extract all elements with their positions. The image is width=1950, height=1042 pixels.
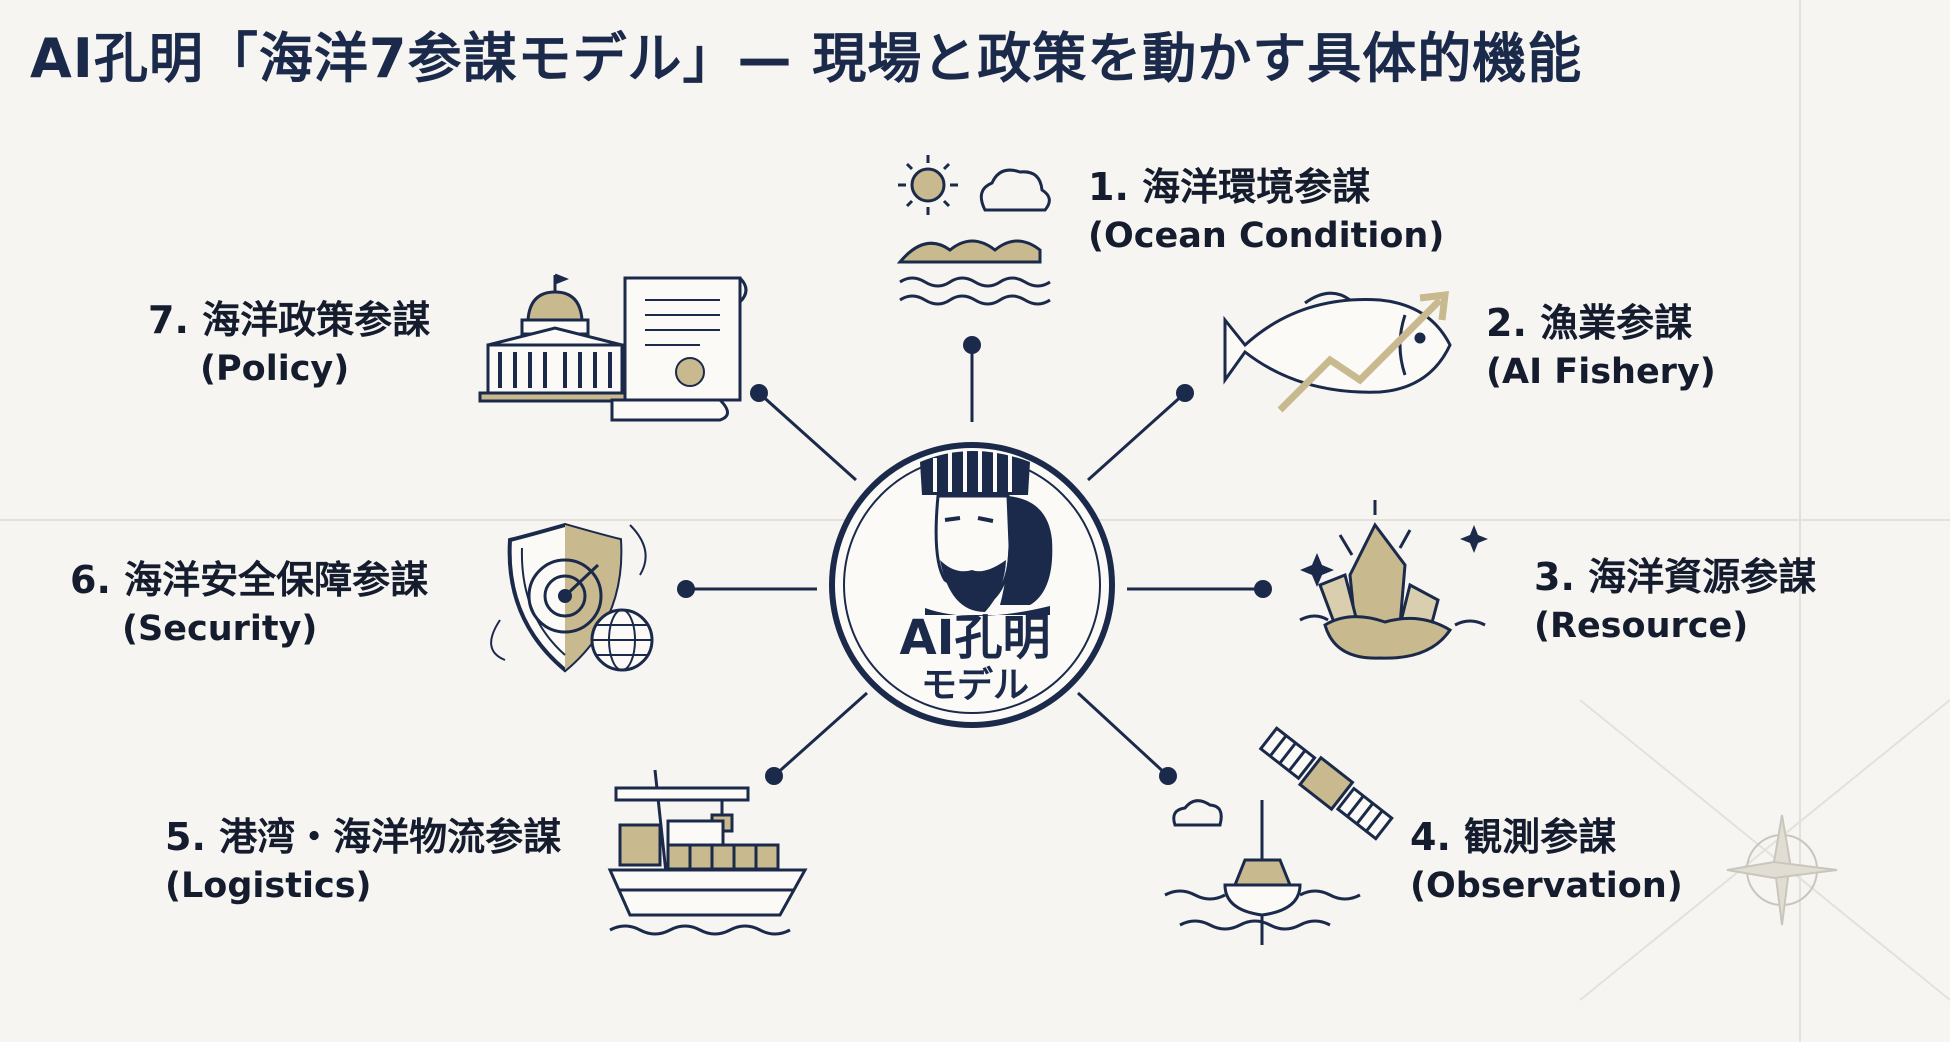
node-subtitle: (Logistics) [165, 866, 372, 906]
node-subtitle: (Resource) [1534, 606, 1749, 646]
kongming-portrait-icon [920, 449, 1053, 617]
connector-dot [677, 580, 695, 598]
capitol-document-icon [478, 273, 748, 422]
page-title: AI孔明「海洋7参謀モデル」— 現場と政策を動かす具体的機能 [30, 27, 1583, 90]
connector-lines [686, 345, 1263, 778]
node-fishery: 2. 漁業参謀 (AI Fishery) [1486, 298, 1716, 396]
node-ocean-condition: 1. 海洋環境参謀 (Ocean Condition) [1088, 162, 1444, 260]
node-title: 4. 観測参謀 [1410, 815, 1617, 859]
node-observation: 4. 観測参謀 (Observation) [1410, 812, 1683, 910]
node-subtitle: (Observation) [1410, 866, 1683, 906]
node-logistics: 5. 港湾・海洋物流参謀 (Logistics) [165, 812, 561, 910]
node-subtitle: (Security) [122, 609, 318, 649]
node-resource: 3. 海洋資源参謀 (Resource) [1534, 552, 1816, 650]
node-subtitle: (AI Fishery) [1486, 352, 1716, 392]
node-title: 2. 漁業参謀 [1486, 301, 1693, 345]
crystal-resource-icon [1299, 500, 1488, 660]
node-title: 5. 港湾・海洋物流参謀 [165, 815, 562, 859]
connector-dot [765, 767, 783, 785]
fish-growth-icon [1223, 290, 1452, 413]
node-title: 3. 海洋資源参謀 [1534, 555, 1817, 599]
node-subtitle: (Ocean Condition) [1088, 216, 1445, 256]
node-title: 6. 海洋安全保障参謀 [70, 558, 429, 602]
node-title: 7. 海洋政策参謀 [148, 298, 431, 342]
compass-rose-icon [1726, 814, 1838, 926]
connector-dot [1176, 384, 1194, 402]
connector-dot [750, 384, 768, 402]
cargo-ship-icon [607, 769, 808, 936]
satellite-buoy-icon [1164, 726, 1394, 945]
connector-dot [963, 336, 981, 354]
node-security: 6. 海洋安全保障参謀 (Security) [70, 555, 428, 653]
hub-title: AI孔明 [899, 610, 1051, 666]
ocean-weather-icon [896, 155, 1051, 306]
node-policy: 7. 海洋政策参謀 (Policy) [148, 295, 430, 393]
node-subtitle: (Policy) [200, 349, 350, 389]
connector-dot [1159, 767, 1177, 785]
shield-radar-icon [490, 522, 654, 673]
connector-dot [1254, 580, 1272, 598]
connector-dots [677, 336, 1272, 785]
hub-subtitle: モデル [920, 665, 1029, 706]
node-title: 1. 海洋環境参謀 [1088, 165, 1371, 209]
